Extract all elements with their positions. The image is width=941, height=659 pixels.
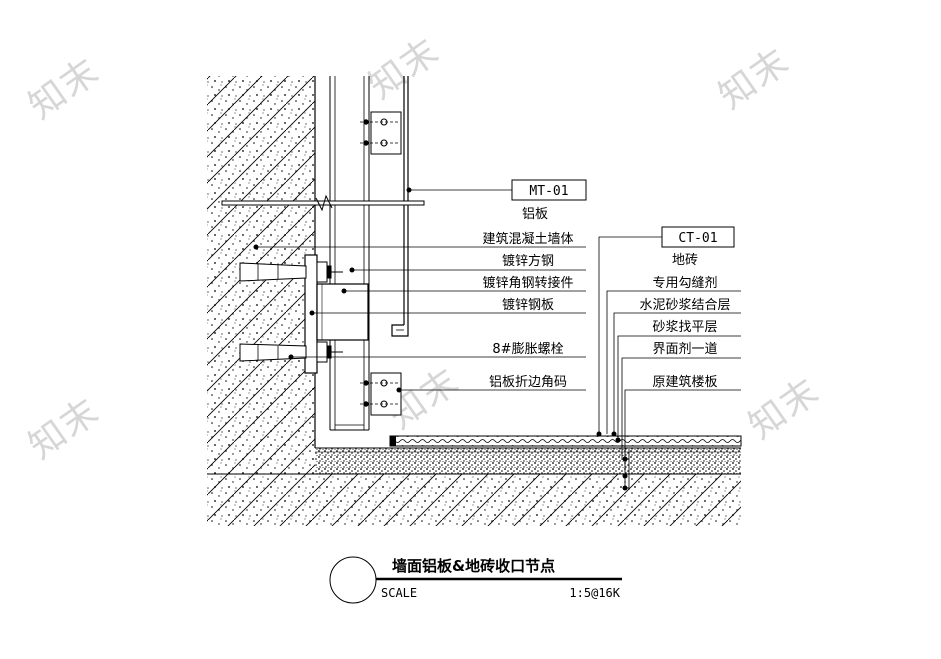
- leader-lines-left: [256, 189, 586, 391]
- labels-left: 铝板 建筑混凝土墙体 镀锌方钢 镀锌角钢转接件 镀锌钢板 8#膨胀螺栓 铝板折边…: [482, 207, 573, 390]
- watermark: 知末: [22, 50, 108, 127]
- watermark: 知末: [742, 370, 828, 447]
- label-floor-tile: 地砖: [672, 253, 698, 268]
- scale-value: 1:5@16K: [569, 586, 620, 600]
- drawing-title: 墙面铝板&地砖收口节点: [392, 557, 555, 575]
- label-floor-slab: 原建筑楼板: [652, 374, 717, 390]
- labels-right: 地砖 专用勾缝剂 水泥砂浆结合层 砂浆找平层 界面剂一道 原建筑楼板: [639, 253, 730, 390]
- title-block: 墙面铝板&地砖收口节点 SCALE 1:5@16K: [329, 556, 622, 604]
- mt-tag: MT-01: [511, 179, 587, 201]
- label-expansion-bolt: 8#膨胀螺栓: [492, 342, 563, 357]
- mortar-layers: [315, 447, 741, 474]
- label-corner-clip: 铝板折边角码: [489, 375, 567, 390]
- label-grout: 专用勾缝剂: [652, 276, 717, 291]
- label-aluminum-panel: 铝板: [522, 207, 548, 222]
- watermark-group: 知末 知末 知末 知末 知末 知末: [22, 30, 828, 467]
- ct-tag: CT-01: [661, 226, 735, 248]
- label-concrete-wall: 建筑混凝土墙体: [482, 231, 573, 247]
- label-cement-mortar: 水泥砂浆结合层: [639, 298, 730, 313]
- leader-dots-left: [253, 187, 412, 393]
- leader-dots-right: [596, 431, 628, 491]
- label-interface-agent: 界面剂一道: [652, 342, 717, 357]
- label-angle-steel: 镀锌角钢转接件: [482, 275, 573, 291]
- corner-clip-bottom: [360, 372, 402, 416]
- floor-tile: [389, 435, 742, 447]
- angle-bracket: [304, 254, 369, 374]
- label-steel-plate: 镀锌钢板: [502, 297, 554, 313]
- scale-label: SCALE: [381, 586, 417, 600]
- label-square-steel: 镀锌方钢: [502, 253, 554, 269]
- break-line: [221, 194, 425, 212]
- floor-slab: [207, 473, 741, 526]
- watermark: 知末: [22, 390, 108, 467]
- ct-tag-label: CT-01: [678, 231, 717, 246]
- corner-clip-top: [360, 111, 402, 155]
- label-leveling-layer: 砂浆找平层: [652, 320, 717, 335]
- mt-tag-label: MT-01: [529, 184, 568, 199]
- square-steel-tube: [329, 76, 370, 431]
- expansion-bolt-top: [239, 261, 343, 283]
- detail-number-circle: [329, 556, 377, 604]
- watermark: 知末: [712, 40, 798, 117]
